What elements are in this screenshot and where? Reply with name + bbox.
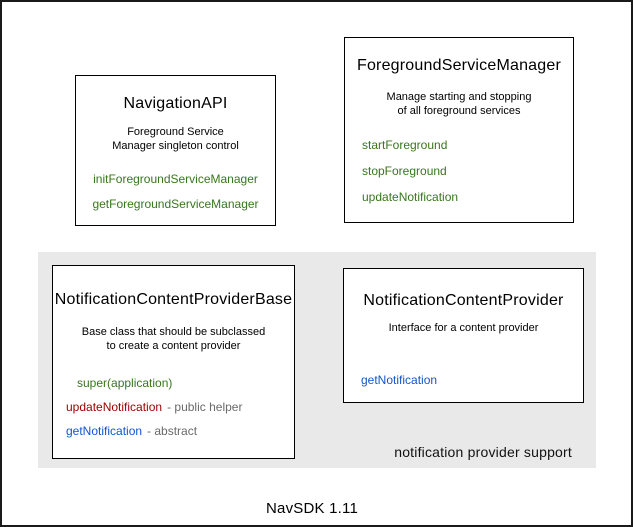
- method-get-notification: getNotification: [361, 373, 583, 388]
- method-name: stopForeground: [362, 164, 447, 178]
- class-description: Manage starting and stopping of all fore…: [345, 90, 573, 118]
- diagram-caption: NavSDK 1.11: [266, 500, 358, 517]
- class-description: Foreground Service Manager singleton con…: [76, 125, 275, 153]
- description-line: Base class that should be subclassed: [81, 326, 266, 338]
- class-box-notification-content-provider: NotificationContentProvider Interface fo…: [343, 268, 584, 403]
- method-name: getForegroundServiceManager: [92, 197, 259, 211]
- description-line: Manager singleton control: [112, 140, 239, 152]
- method-name: getNotification: [361, 373, 438, 387]
- class-title: NavigationAPI: [123, 95, 228, 112]
- class-title: NotificationContentProviderBase: [54, 291, 293, 308]
- description-line: Interface for a content provider: [388, 322, 539, 334]
- method-name: initForegroundServiceManager: [93, 172, 258, 186]
- description-line: Foreground Service: [127, 126, 224, 138]
- class-description: Base class that should be subclassed to …: [53, 325, 294, 353]
- method-get-notification: getNotification - abstract: [53, 424, 294, 439]
- method-init-foreground-service-manager: initForegroundServiceManager: [76, 172, 275, 187]
- class-title: ForegroundServiceManager: [356, 57, 562, 74]
- method-name: startForeground: [362, 138, 448, 152]
- method-list: getNotification: [344, 373, 583, 388]
- method-name: updateNotification: [66, 400, 163, 414]
- description-line: to create a content provider: [106, 340, 241, 352]
- method-super-application: super(application): [53, 376, 294, 391]
- method-name: getNotification: [66, 424, 143, 438]
- method-stop-foreground: stopForeground: [362, 164, 573, 179]
- method-update-notification: updateNotification - public helper: [53, 400, 294, 415]
- description-line: Manage starting and stopping: [386, 91, 532, 103]
- class-box-foreground-service-manager: ForegroundServiceManager Manage starting…: [344, 37, 574, 223]
- method-update-notification: updateNotification: [362, 190, 573, 205]
- method-get-foreground-service-manager: getForegroundServiceManager: [76, 197, 275, 212]
- method-name: super(application): [77, 376, 173, 390]
- method-list: startForeground stopForeground updateNot…: [345, 138, 573, 205]
- method-annotation: - public helper: [167, 400, 243, 414]
- notification-provider-group: NotificationContentProviderBase Base cla…: [38, 252, 596, 468]
- description-line: of all foreground services: [397, 105, 521, 117]
- class-box-notification-content-provider-base: NotificationContentProviderBase Base cla…: [52, 265, 295, 459]
- class-description: Interface for a content provider: [344, 321, 583, 335]
- method-list: initForegroundServiceManager getForegrou…: [76, 172, 275, 212]
- class-title: NotificationContentProvider: [363, 292, 564, 309]
- method-start-foreground: startForeground: [362, 138, 573, 153]
- method-name: updateNotification: [362, 190, 459, 204]
- group-label: notification provider support: [394, 444, 572, 460]
- method-annotation: - abstract: [147, 424, 198, 438]
- method-list: super(application) updateNotification - p…: [53, 376, 294, 439]
- class-box-navigation-api: NavigationAPI Foreground Service Manager…: [75, 75, 276, 226]
